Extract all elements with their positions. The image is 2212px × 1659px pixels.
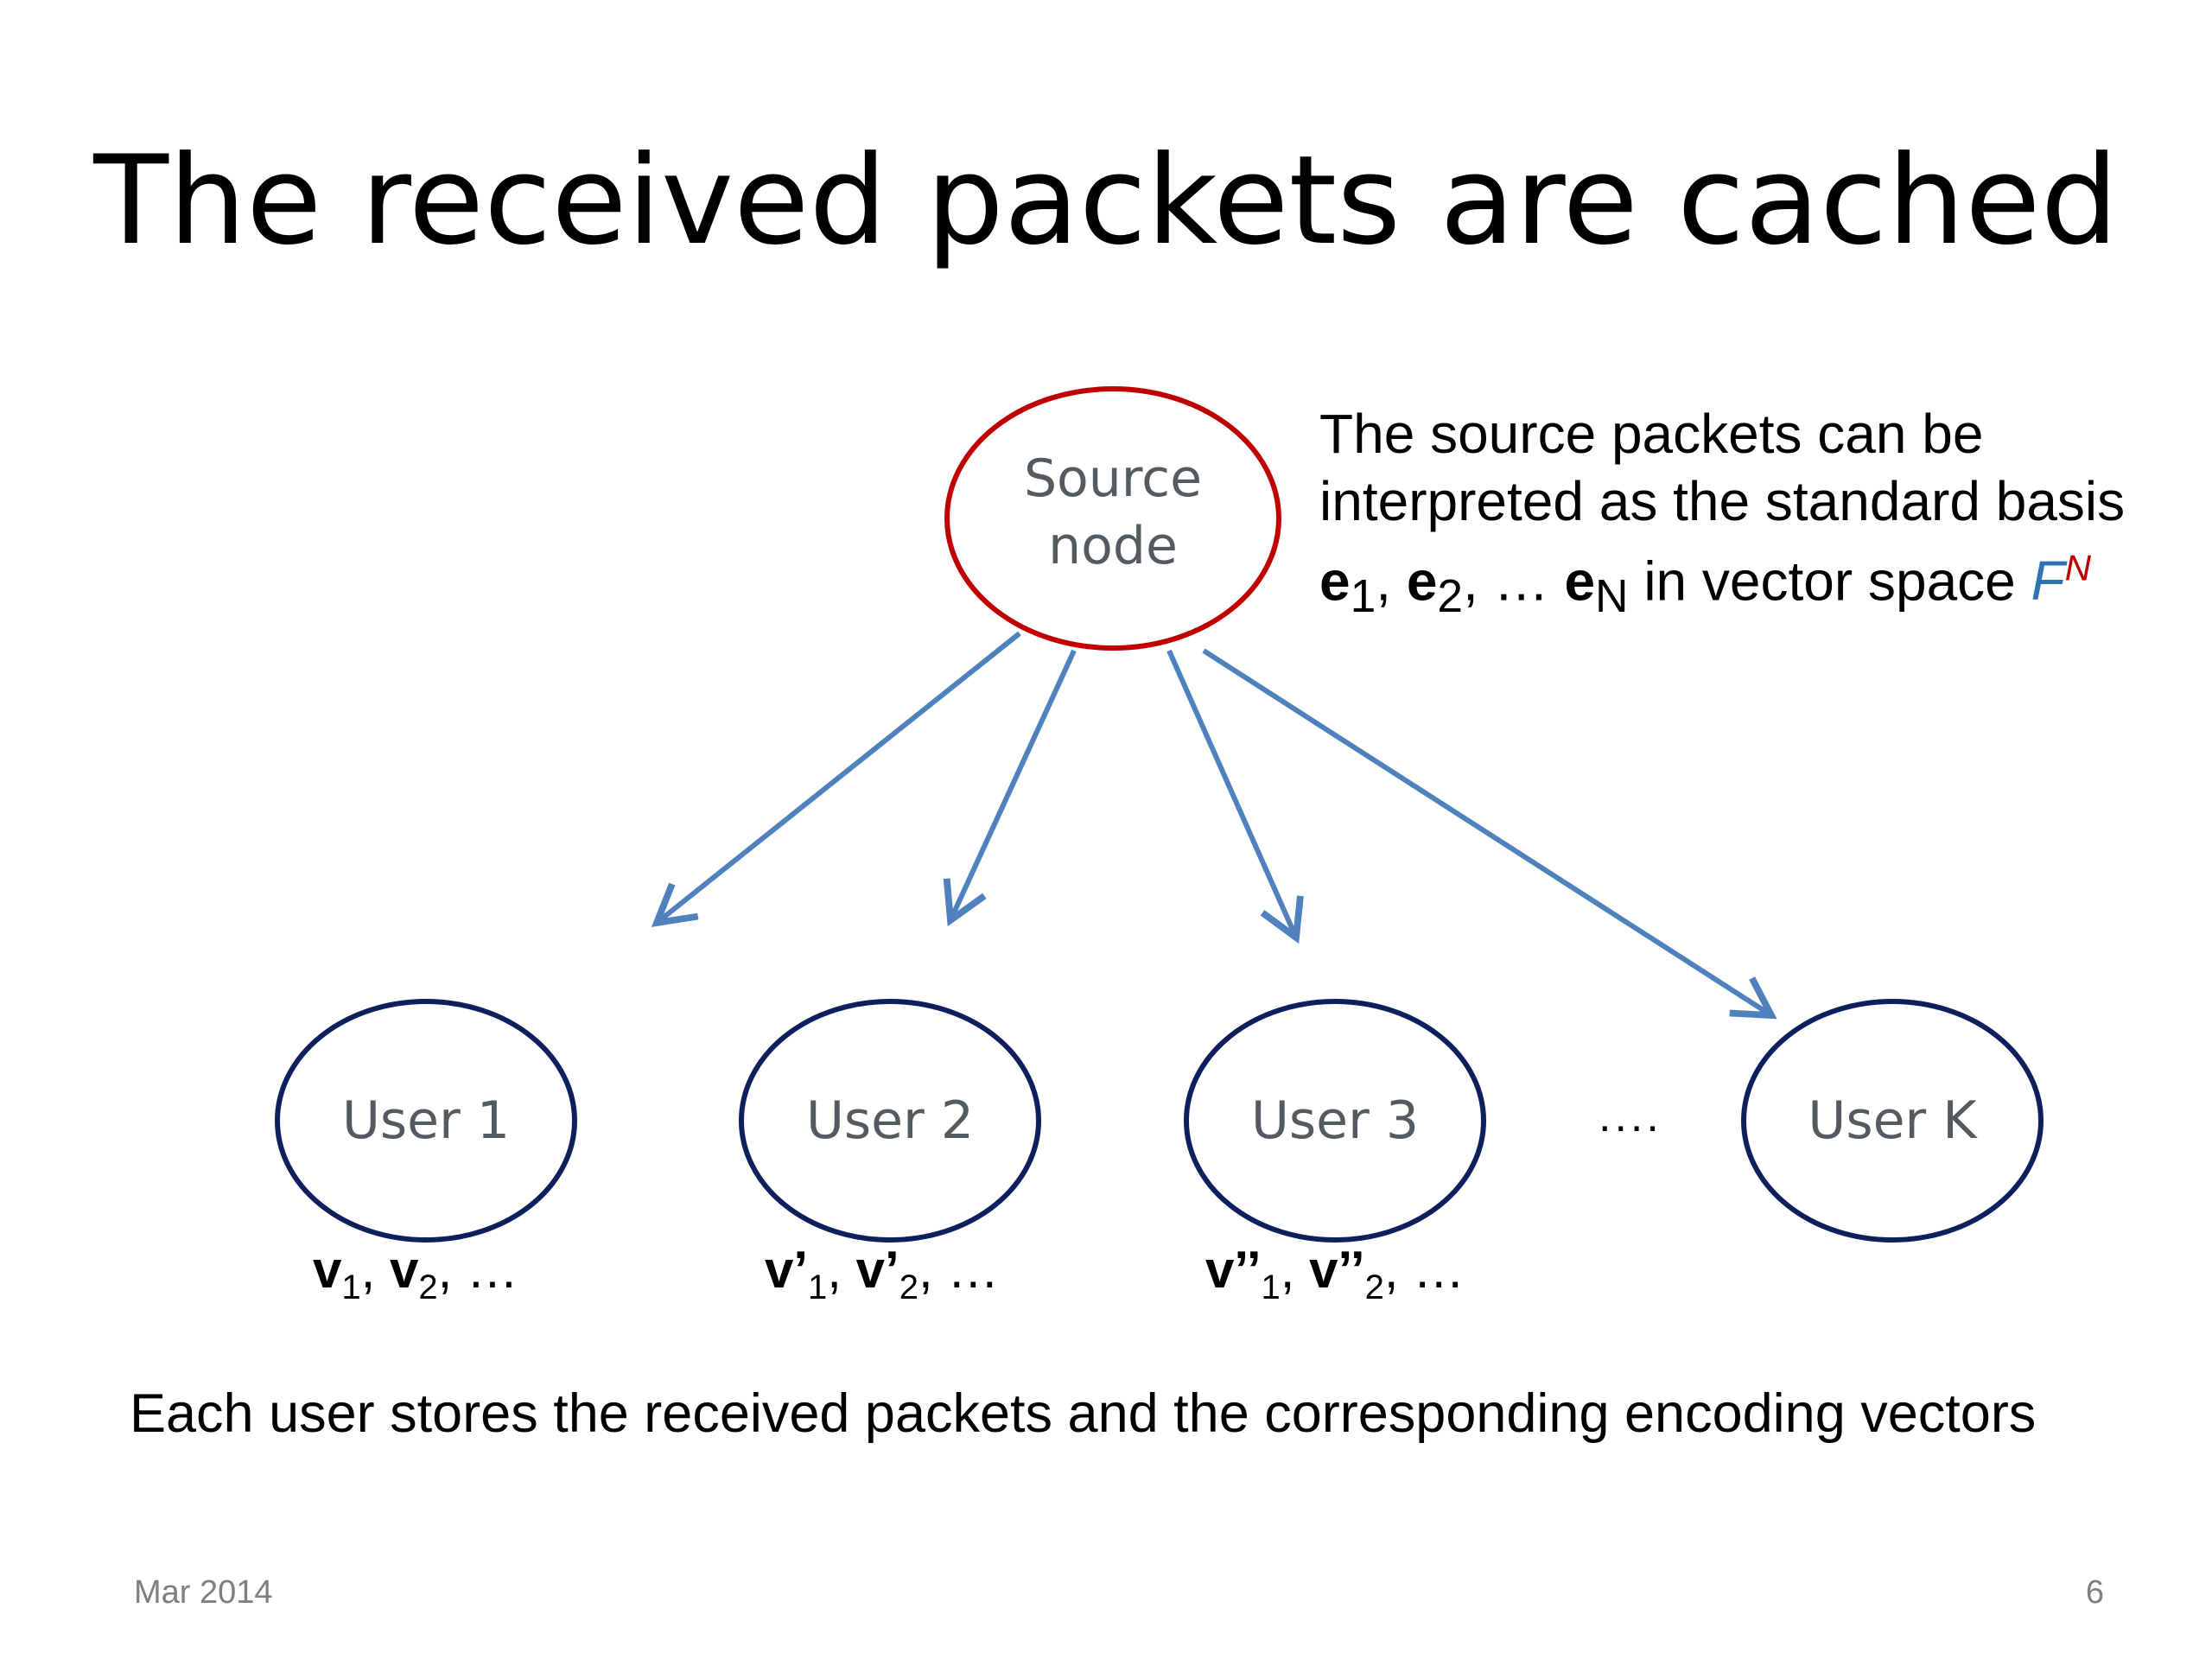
- vector-sub: 2: [1364, 1268, 1384, 1306]
- basis-e1: e: [1319, 550, 1351, 613]
- vector-sub: 1: [808, 1268, 828, 1306]
- source-node: [944, 386, 1281, 651]
- arrow-to-user-3: [1166, 649, 1304, 944]
- vector-tail: , …: [437, 1241, 518, 1299]
- basis-note-line3: e1, e2, … eN in vector space FN: [1319, 535, 2201, 631]
- basis-e1-sub: 1: [1350, 571, 1376, 623]
- vector-tail: , …: [918, 1241, 1000, 1299]
- vector-name: v’: [765, 1241, 809, 1299]
- vector-sub: 2: [899, 1268, 918, 1306]
- field-symbol: F: [2031, 550, 2065, 613]
- vector-name: v’’: [1205, 1241, 1262, 1299]
- vector-name: v: [389, 1241, 419, 1299]
- page-number: 6: [2085, 1574, 2104, 1611]
- basis-note-text: in vector space: [1628, 550, 2031, 613]
- footer-date: Mar 2014: [134, 1574, 273, 1611]
- slide-caption: Each user stores the received packets an…: [130, 1383, 2037, 1444]
- arrow-to-user-k: [1202, 648, 1777, 1020]
- user-node-1: [275, 999, 577, 1243]
- user-label-3: User 3: [1250, 1090, 1419, 1151]
- field-exponent: N: [2064, 548, 2091, 588]
- vector-sub: 2: [418, 1268, 438, 1306]
- user-1-vectors: v1, v2, …: [313, 1241, 518, 1306]
- basis-en-sub: N: [1595, 571, 1629, 623]
- user-3-vectors: v’’1, v’’2, …: [1205, 1241, 1465, 1306]
- arrow-to-user-1: [651, 631, 1021, 927]
- vector-sub: 1: [1261, 1268, 1281, 1306]
- source-node-label-line1: Source: [1023, 448, 1203, 509]
- basis-e2-sub: 2: [1437, 571, 1464, 623]
- vector-tail: , …: [1383, 1241, 1465, 1299]
- user-node-3: [1184, 999, 1486, 1243]
- slide-title: The received packets are cached: [93, 130, 2119, 272]
- users-ellipsis: ....: [1599, 1091, 1662, 1141]
- basis-note-line1: The source packets can be: [1319, 403, 1984, 465]
- vector-space-field: FN: [2031, 548, 2091, 613]
- user-node-2: [739, 999, 1041, 1243]
- basis-sep-1: ,: [1376, 550, 1407, 613]
- basis-sep-2: ,: [1463, 550, 1494, 613]
- vector-name: v’’: [1309, 1241, 1365, 1299]
- user-label-2: User 2: [805, 1090, 974, 1151]
- basis-note-line2: interpreted as the standard basis: [1319, 470, 2126, 532]
- user-label-k: User K: [1808, 1090, 1977, 1151]
- user-node-k: [1741, 999, 2044, 1243]
- vector-name: v: [313, 1241, 342, 1299]
- basis-dots: …: [1493, 550, 1549, 613]
- source-node-label-line2: node: [1048, 516, 1178, 576]
- user-2-vectors: v’1, v’2, …: [765, 1241, 1000, 1306]
- basis-en: e: [1564, 550, 1596, 613]
- user-label-1: User 1: [341, 1090, 510, 1151]
- source-node-label: Source node: [975, 445, 1251, 580]
- basis-e2: e: [1406, 550, 1438, 613]
- arrow-to-user-2: [943, 649, 1077, 927]
- vector-name: v’: [855, 1241, 899, 1299]
- vector-sub: 1: [341, 1268, 361, 1306]
- basis-note: The source packets can be interpreted as…: [1319, 400, 2201, 631]
